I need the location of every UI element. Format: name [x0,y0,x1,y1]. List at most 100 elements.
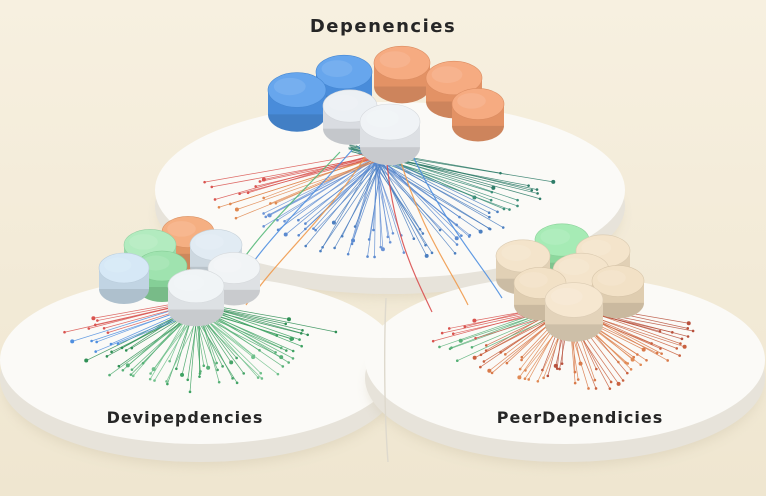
ray-endpoint-dot [216,368,219,372]
ray-endpoint-dot [555,367,559,370]
connector-curve [397,151,469,306]
ray-endpoint-dot [231,377,234,380]
ray-endpoint-dot [346,252,350,256]
ray-endpoint-dot [520,355,524,359]
ray-endpoint-dot [686,321,691,326]
ray-endpoint-dot [487,211,491,215]
ray-endpoint-dot [180,372,185,377]
ray-endpoint-dot [281,365,285,368]
ray-endpoint-dot [198,375,201,378]
ray-endpoint-dot [418,227,422,231]
ray-endpoint-dot [287,361,290,364]
ray-endpoint-dot [488,215,491,219]
ray-endpoint-dot [63,330,66,334]
ray-endpoint-dot [198,372,202,375]
ray-endpoint-dot [70,339,75,344]
connector-curve [409,149,503,299]
ray-endpoint-dot [501,226,505,229]
ray-endpoint-dot [558,367,561,371]
ray-endpoint-dot [546,374,550,378]
ray-endpoint-dot [94,350,97,353]
ray-endpoint-dot [576,378,580,381]
ray-endpoint-dot [573,370,577,374]
ray-endpoint-dot [333,246,336,250]
ray-endpoint-dot [213,198,217,201]
ray-endpoint-dot [260,377,264,380]
ray-endpoint-dot [682,344,687,349]
ray-endpoint-dot [458,338,463,343]
ray-endpoint-dot [573,381,577,385]
ray-endpoint-dot [463,325,467,329]
ray-endpoint-dot [259,371,263,375]
ray-endpoint-dot [535,188,539,191]
ray-endpoint-dot [499,171,502,175]
ray-endpoint-dot [202,364,206,368]
ray-endpoint-dot [655,351,659,355]
ray-endpoint-dot [116,342,120,346]
ray-endpoint-dot [286,317,291,322]
platform-bottom-right [365,276,765,466]
ray-endpoint-dot [430,251,434,255]
ray-endpoint-dot [229,360,234,365]
ray-endpoint-dot [621,379,625,382]
ray-endpoint-dot [186,378,190,382]
ray-endpoint-dot [283,219,286,223]
ray-endpoint-dot [440,331,444,335]
ray-endpoint-dot [175,367,178,371]
ray-endpoint-dot [472,355,477,360]
ray-endpoint-dot [304,244,308,248]
platform-seam [383,297,389,463]
ray-endpoint-dot [691,329,695,333]
ray-endpoint-dot [267,213,270,217]
ray-endpoint-dot [551,179,556,184]
ray-endpoint-dot [626,362,630,365]
ray-endpoint-dot [524,369,527,372]
ray-endpoint-dot [455,243,459,246]
pills-devdependencies [98,216,261,327]
ray-endpoint-dot [90,339,93,343]
ray-endpoint-dot [301,329,304,332]
ray-endpoint-dot [520,358,523,362]
package-pill [544,282,604,342]
ray-endpoint-dot [353,225,357,228]
ray-endpoint-dot [221,365,224,368]
ray-endpoint-dot [276,218,279,222]
ray-endpoint-dot [297,218,300,222]
ray-endpoint-dot [587,387,590,390]
ray-endpoint-dot [149,372,152,375]
ray-endpoint-dot [517,375,522,380]
ray-endpoint-dot [527,184,530,187]
ray-endpoint-dot [129,373,133,376]
ray-endpoint-dot [487,368,492,373]
ray-endpoint-dot [166,382,169,386]
ray-endpoint-dot [478,229,483,234]
ray-endpoint-dot [262,196,265,200]
ray-endpoint-dot [386,235,390,239]
ray-endpoint-dot [388,240,392,244]
ray-endpoint-dot [87,327,91,330]
ray-endpoint-dot [686,335,690,338]
ray-endpoint-dot [312,227,315,230]
ray-endpoint-dot [527,378,531,381]
package-pill [373,45,431,104]
package-pill [451,88,505,142]
ray-endpoint-dot [679,342,682,345]
ray-endpoint-dot [666,359,669,362]
ray-endpoint-dot [593,378,597,382]
ray-endpoint-dot [297,233,300,237]
ray-endpoint-dot [516,204,519,208]
ray-endpoint-dot [479,365,482,369]
ray-endpoint-dot [516,198,519,202]
ray-endpoint-dot [298,338,301,341]
ray-endpoint-dot [117,364,121,368]
ray-endpoint-dot [380,247,385,252]
ray-endpoint-dot [372,228,375,232]
ray-endpoint-dot [262,212,265,215]
ray-endpoint-dot [121,368,125,372]
ray-endpoint-dot [489,198,493,202]
ray-endpoint-dot [254,185,257,188]
ray-endpoint-dot [141,361,145,365]
ray-endpoint-dot [203,180,206,184]
ray-endpoint-dot [431,339,435,343]
ray-endpoint-dot [304,222,307,225]
